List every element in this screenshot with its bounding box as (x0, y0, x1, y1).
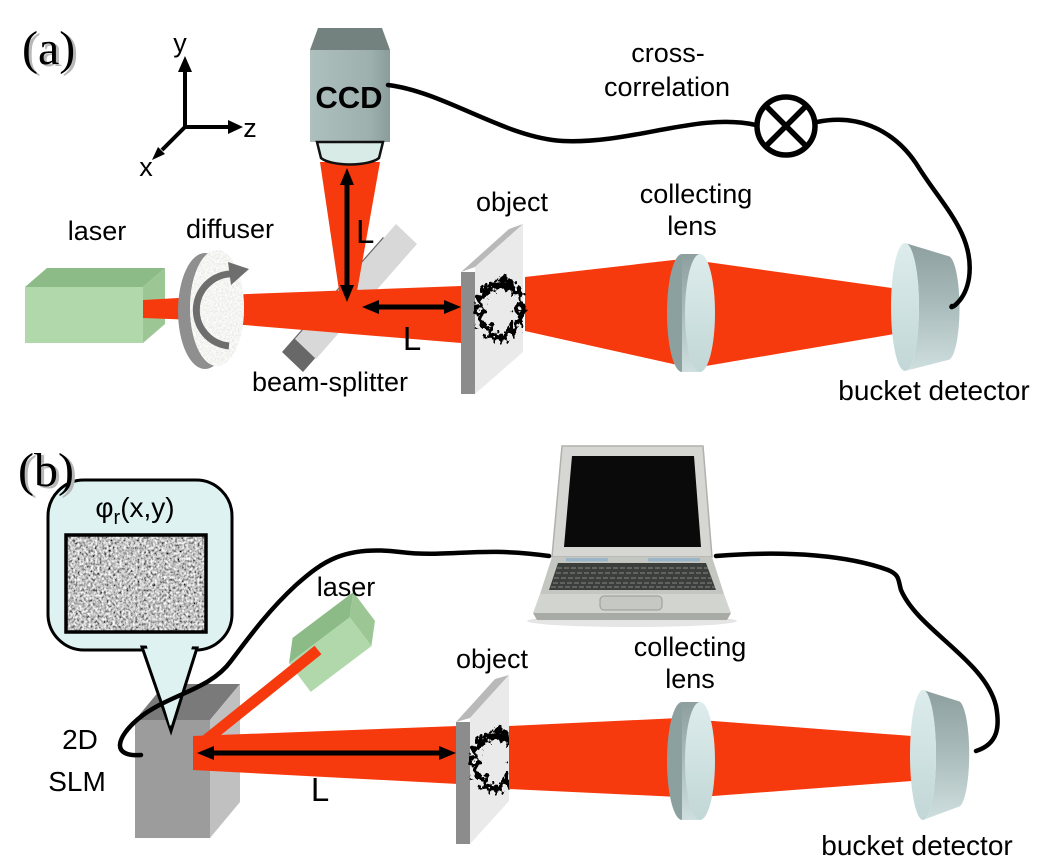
phase-subscript: r (114, 507, 121, 529)
wire-laptop-to-detector (713, 551, 1000, 754)
collecting-lens-label-b-2: lens (665, 664, 715, 694)
ccd-lens (315, 140, 385, 166)
axis-x-label: x (139, 152, 153, 182)
beam-lens-to-detector-a (700, 261, 906, 367)
slm-label-2: SLM (48, 766, 106, 797)
beam-object-to-lens-b (509, 717, 700, 798)
beam-lens-to-detector-b (700, 720, 912, 797)
phase-label: φr(x,y) (95, 492, 174, 529)
diffuser-disc (178, 250, 249, 369)
object-label-b: object (456, 644, 529, 674)
wire-laptop-to-slm (117, 548, 552, 758)
laptop (527, 445, 737, 627)
cross-correlation-label-1: cross- (631, 38, 705, 68)
distance-arrow-object-a (362, 300, 461, 314)
wire-correlator-to-detector (814, 117, 972, 310)
bucket-detector-b (910, 690, 970, 820)
phase-pattern-bubble (46, 478, 234, 736)
bucket-detector-label-b: bucket detector (821, 830, 1012, 861)
panel-a-tag-shadow: (a) (25, 24, 78, 77)
collecting-lens-b (667, 702, 715, 820)
bucket-detector-label-a: bucket detector (838, 375, 1029, 406)
phase-phi: φ (95, 492, 113, 523)
laser-label-b: laser (317, 572, 376, 602)
collecting-lens-a (667, 254, 715, 372)
laser-label-a: laser (68, 216, 127, 246)
collecting-lens-label-a-1: collecting (640, 179, 753, 209)
distance-label-ccd: L (356, 213, 374, 250)
rotation-arrow-icon (192, 270, 237, 350)
panel-b: (b) (b) φr(x,y) 2D SLM laser object coll… (18, 444, 1013, 861)
phase-args: (x,y) (120, 492, 174, 523)
cross-correlation-icon (754, 94, 818, 158)
distance-arrow-ccd (340, 168, 354, 302)
object-label-a: object (476, 187, 549, 217)
collecting-lens-label-b-1: collecting (634, 632, 747, 662)
distance-label-object-a: L (403, 320, 421, 357)
collecting-lens-label-a-2: lens (667, 211, 717, 241)
laptop-keyboard (549, 563, 716, 590)
object-plate-a (461, 224, 523, 394)
beam-splitter-to-ccd (320, 162, 380, 297)
beam-object-to-lens-a (525, 257, 700, 370)
axis-z-label: z (243, 113, 257, 143)
laser-box-b (289, 592, 375, 692)
axis-y-label: y (173, 28, 187, 58)
wire-ccd-to-correlator (385, 82, 759, 144)
panel-a: (a) (a) y z x laser diffuser CCD cross- … (22, 22, 1030, 406)
beam-diffuser-to-object (196, 286, 461, 343)
distance-label-object-b: L (311, 771, 329, 808)
ccd-label: CCD (315, 80, 382, 115)
ccd-camera (310, 28, 390, 166)
object-plate-b (456, 675, 517, 844)
panel-a-tag: (a) (22, 22, 75, 75)
panel-b-tag-shadow: (b) (21, 446, 77, 499)
cross-correlation-label-2: correlation (604, 72, 730, 102)
slm-label-1: 2D (62, 724, 98, 755)
panel-b-tag: (b) (18, 444, 74, 497)
coordinate-axes-icon (152, 56, 243, 160)
beam-laser-to-slm (192, 645, 322, 753)
laptop-screen (564, 456, 701, 547)
diffuser-label: diffuser (186, 214, 274, 244)
laptop-touchpad (599, 595, 663, 611)
distance-arrow-object-b (197, 746, 456, 760)
beam-splitter-label: beam-splitter (252, 367, 408, 397)
random-phase-pattern (64, 533, 208, 634)
object-mask-blob (472, 273, 522, 337)
bucket-detector-a (891, 243, 960, 371)
